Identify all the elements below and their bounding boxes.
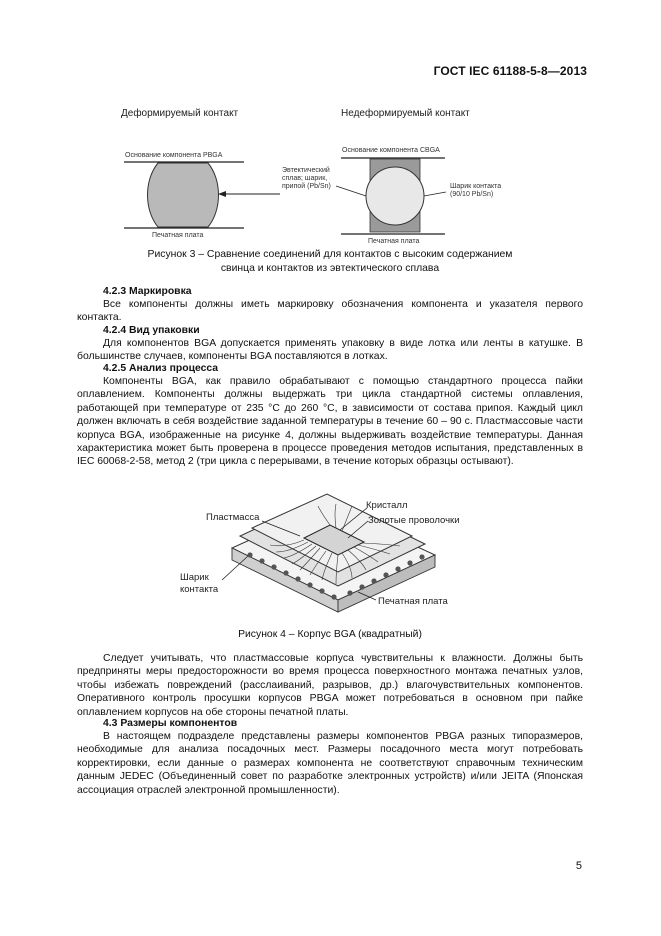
page-number: 5 bbox=[575, 860, 582, 872]
section-4-2-4-text: Для компонентов BGA допускается применят… bbox=[77, 338, 583, 363]
figure3-ball-label: Шарик контакта (90/10 Pb/Sn) bbox=[450, 183, 502, 198]
figure4-board-label: Печатная плата bbox=[378, 596, 448, 607]
figure3-left-title: Деформируемый контакт bbox=[121, 108, 239, 119]
moisture-paragraph: Следует учитывать, что пластмассовые кор… bbox=[77, 653, 583, 718]
figure4-crystal-label: Кристалл bbox=[366, 500, 408, 511]
section-4-2-3-text: Все компоненты должны иметь маркировку о… bbox=[77, 299, 583, 324]
figure4-plastic-label: Пластмасса bbox=[206, 512, 260, 523]
section-4-2-5-heading: 4.2.5 Анализ процесса bbox=[103, 363, 219, 374]
figure4-caption: Рисунок 4 – Корпус BGA (квадратный) bbox=[238, 629, 422, 640]
figure3-right-base-label: Основание компонента CBGA bbox=[342, 147, 440, 154]
section-4-2-4-heading: 4.2.4 Вид упаковки bbox=[103, 325, 200, 336]
section-4-2-3-heading: 4.2.3 Маркировка bbox=[103, 286, 192, 297]
document-code: ГОСТ IEC 61188-5-8—2013 bbox=[433, 64, 587, 78]
figure3-caption-line2: свинца и контактов из эвтектического спл… bbox=[220, 263, 440, 274]
figure3-eutectic-label: Эвтектический сплав; шарик, припой (Pb/S… bbox=[282, 167, 331, 190]
figure3-right-board-label: Печатная плата bbox=[368, 238, 420, 245]
section-4-3-heading: 4.3 Размеры компонентов bbox=[103, 718, 238, 729]
figure3-left-base-label: Основание компонента PBGA bbox=[125, 152, 223, 159]
section-4-3-text: В настоящем подразделе представлены разм… bbox=[77, 731, 583, 796]
figure3-left-board-label: Печатная плата bbox=[152, 232, 204, 239]
figure4-drawing bbox=[221, 493, 437, 613]
figure4-wires-label: Золотые проволочки bbox=[368, 515, 460, 526]
figure3-caption-line1: Рисунок 3 – Сравнение соединений для кон… bbox=[147, 249, 513, 260]
figure4-ball-label-line2: контакта bbox=[180, 584, 219, 595]
figure3-drawing bbox=[124, 157, 447, 235]
figure4-ball-label-line1: Шарик bbox=[180, 572, 209, 583]
figure3-right-title: Недеформируемый контакт bbox=[341, 108, 470, 119]
section-4-2-5-text: Компоненты BGA, как правило обрабатывают… bbox=[77, 376, 583, 468]
